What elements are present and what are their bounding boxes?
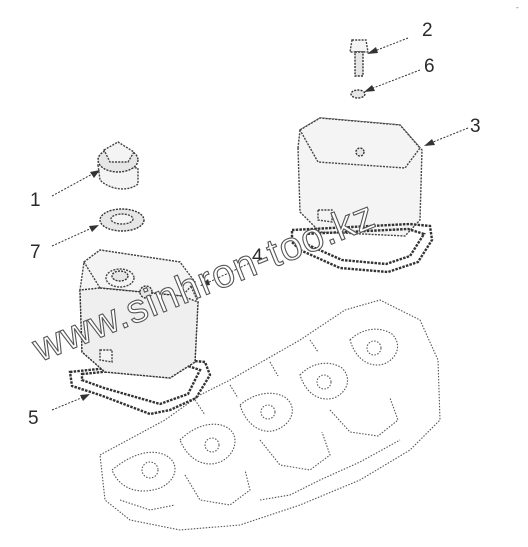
callout-1: 1 (30, 190, 41, 211)
leader-lines (51, 37, 469, 411)
rear-valve-cover (297, 117, 423, 237)
corner-mark: - (516, 3, 519, 12)
callout-6: 6 (424, 56, 435, 77)
mounting-bolt (349, 39, 369, 77)
callout-3: 3 (470, 116, 481, 137)
front-gasket (68, 358, 212, 416)
cylinder-head (99, 299, 441, 531)
washer (350, 89, 366, 99)
rear-gasket-inner (302, 227, 426, 266)
oil-filler-cap (97, 141, 139, 190)
rear-gasket (290, 222, 434, 274)
callout-7: 7 (30, 242, 41, 263)
watermark-text: www.sinhron-too.kz (26, 193, 382, 371)
seal-ring (99, 208, 145, 232)
front-valve-cover (79, 249, 199, 379)
callout-2: 2 (422, 20, 433, 41)
callout-5: 5 (28, 408, 39, 429)
callout-4: 4 (252, 246, 263, 267)
